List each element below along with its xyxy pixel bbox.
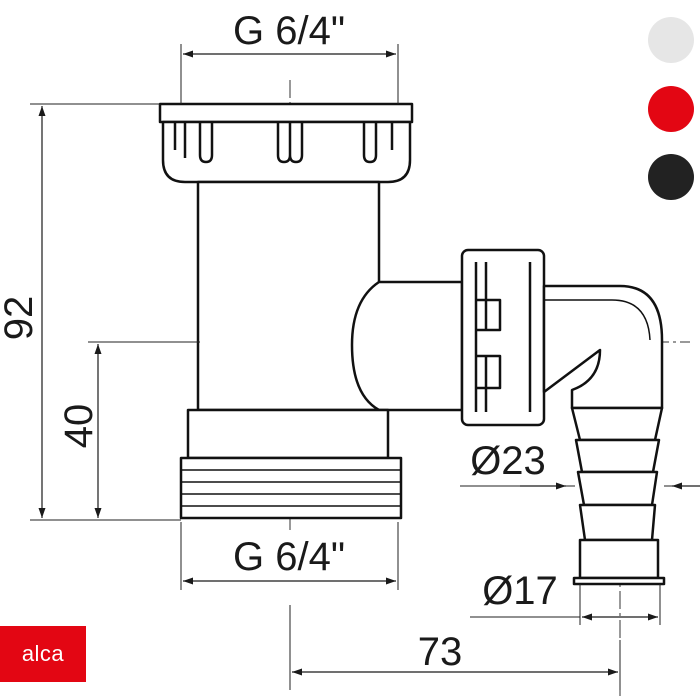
- siphon-body: [158, 102, 666, 586]
- dim-axis-height-label: 40: [57, 404, 101, 449]
- dim-outlet-diameter-1-label: Ø23: [470, 439, 546, 483]
- dim-outlet-offset-label: 73: [418, 630, 463, 674]
- color-swatch-red[interactable]: [648, 86, 694, 132]
- color-swatch-black[interactable]: [648, 154, 694, 200]
- dim-outlet-diameter-2-label: Ø17: [482, 569, 558, 613]
- dim-top-thread-label: G 6/4": [233, 9, 345, 53]
- brand-logo-text: alca: [21, 641, 65, 666]
- dim-overall-height-label: 92: [0, 296, 41, 341]
- color-swatch-white[interactable]: [648, 17, 694, 63]
- brand-logo: alca: [0, 626, 86, 682]
- dimension-lines: [38, 50, 700, 676]
- dim-bottom-thread-label: G 6/4": [233, 535, 345, 579]
